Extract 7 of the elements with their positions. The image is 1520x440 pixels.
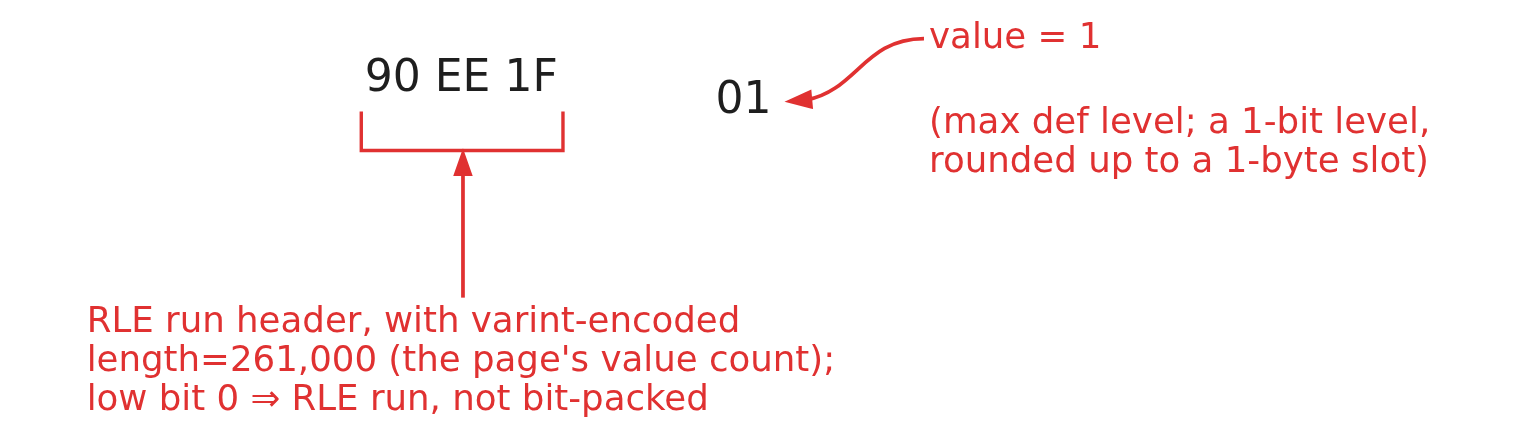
node-text: value = 1 <box>929 15 1102 57</box>
arrow <box>784 36 925 110</box>
arrow <box>453 148 473 298</box>
node-text: 01 <box>715 71 772 123</box>
node-text: 90 EE 1F <box>364 49 558 101</box>
node-label: (max def level; a 1-bit level, rounded up to a 1-byte slot) <box>929 100 1431 181</box>
node-text: RLE run header, with varint-encoded length=261,000 (the page's value count); low bit 0 ⇒ RLE run, not bit-packed <box>86 299 836 419</box>
